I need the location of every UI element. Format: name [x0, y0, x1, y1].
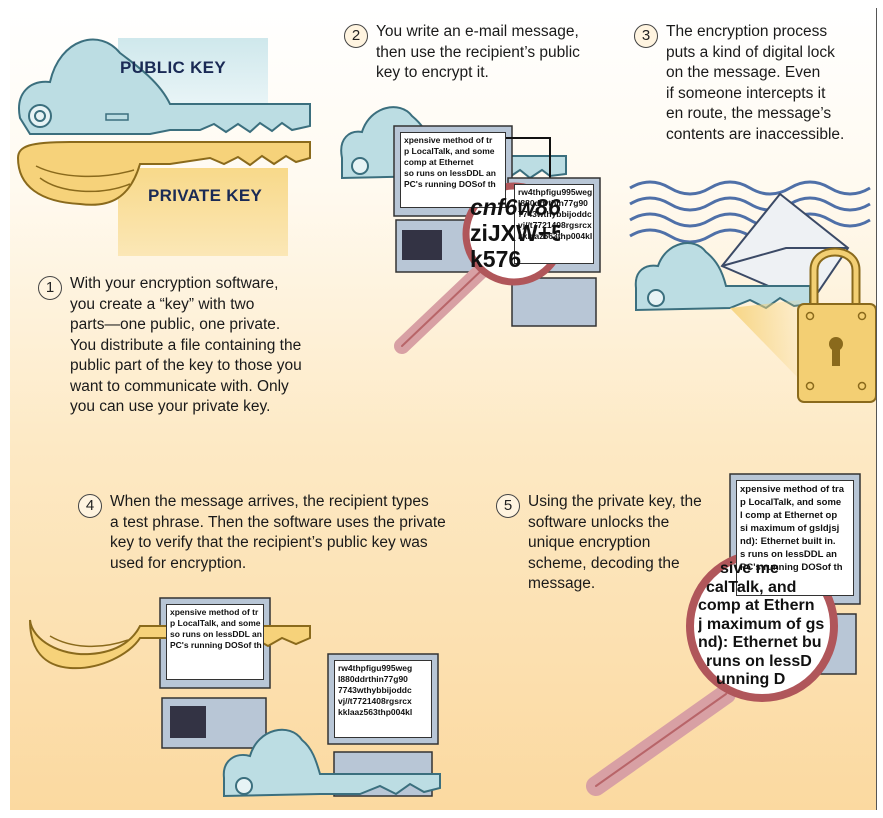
- magnified-line: j maximum of gs: [698, 616, 826, 635]
- magnified-line: runs on lessD: [698, 653, 826, 672]
- magnified-line: calTalk, and: [698, 579, 826, 598]
- magnified-plaintext-step5: sive me calTalk, and comp at Ethern j ma…: [698, 560, 826, 692]
- step-5-line: unique encryption: [528, 533, 702, 554]
- magnified-line: unning D: [698, 671, 826, 690]
- light-beam: [730, 300, 800, 380]
- step-5-text: Using the private key, the software unlo…: [528, 492, 702, 595]
- step-4-line: When the message arrives, the recipient …: [110, 492, 446, 513]
- magnified-line: cnf6w86: [470, 194, 560, 220]
- magnified-line: nd): Ethernet bu: [698, 634, 826, 653]
- step-3-line: The encryption process: [666, 22, 844, 43]
- step-1-text: With your encryption software, you creat…: [70, 274, 302, 418]
- magnified-ciphertext-step2: cnf6w86 ziJXW+5 k576: [470, 194, 560, 278]
- screen-line: p LocalTalk, and some: [170, 618, 260, 629]
- step-5-line: scheme, decoding the: [528, 554, 702, 575]
- step-1-line: you can use your private key.: [70, 397, 302, 418]
- private-key-band: [118, 168, 288, 256]
- screen-line: xpensive method of tr: [404, 135, 502, 146]
- step-3-line: if someone intercepts it: [666, 84, 844, 105]
- step-4-number: 4: [78, 494, 102, 518]
- screen-line: 7743wthybbijoddc: [338, 685, 428, 696]
- screen-line: xpensive method of tr: [170, 607, 260, 618]
- step-3-number: 3: [634, 24, 658, 48]
- step-1-line: public part of the key to those you: [70, 356, 302, 377]
- screen-line: si maximum of gsldjsj: [740, 522, 850, 535]
- magnified-line: comp at Ethern: [698, 597, 826, 616]
- step-3-text: The encryption process puts a kind of di…: [666, 22, 844, 145]
- step-5-line: message.: [528, 574, 702, 595]
- plaintext-screen-step4: xpensive method of tr p LocalTalk, and s…: [166, 604, 264, 680]
- step-5-line: software unlocks the: [528, 513, 702, 534]
- screen-line: PC's running DOSof th: [404, 179, 502, 190]
- magnified-line: k576: [470, 246, 560, 272]
- step-4-line: key to verify that the recipient’s publi…: [110, 533, 446, 554]
- private-key-label: PRIVATE KEY: [148, 186, 262, 206]
- screen-line: rw4thpfigu995weg: [338, 663, 428, 674]
- step-1-line: With your encryption software,: [70, 274, 302, 295]
- screen-line: so runs on lessDDL an: [404, 168, 502, 179]
- screen-line: p LocalTalk, and some: [404, 146, 502, 157]
- screen-line: PC's running DOSof th: [170, 640, 260, 651]
- screen-line: xpensive method of tra: [740, 483, 850, 496]
- step-4-line: used for encryption.: [110, 554, 446, 575]
- screen-line: comp at Ethernet: [404, 157, 502, 168]
- step-3-line: contents are inaccessible.: [666, 125, 844, 146]
- ciphertext-screen-step4: rw4thpfigu995weg l880ddrthin77g90 7743wt…: [334, 660, 432, 738]
- step-3-line: puts a kind of digital lock: [666, 43, 844, 64]
- step-5-line: Using the private key, the: [528, 492, 702, 513]
- screen-line: l880ddrthin77g90: [338, 674, 428, 685]
- screen-line: kklaaz563thp004kl: [338, 707, 428, 718]
- step-4-line: a test phrase. Then the software uses th…: [110, 513, 446, 534]
- step-3-line: en route, the message’s: [666, 104, 844, 125]
- padlock-icon: [798, 252, 876, 402]
- encryption-diagram: PUBLIC KEY PRIVATE KEY xpensive method o…: [10, 8, 877, 810]
- screen-line: l comp at Ethernet op: [740, 509, 850, 522]
- step-3-line: on the message. Even: [666, 63, 844, 84]
- magnified-line: ziJXW+5: [470, 220, 560, 246]
- step-1-line: You distribute a file containing the: [70, 336, 302, 357]
- step-4-text: When the message arrives, the recipient …: [110, 492, 446, 574]
- step-5-number: 5: [496, 494, 520, 518]
- screen-line: nd): Ethernet built in.: [740, 535, 850, 548]
- step-2-line: then use the recipient’s public: [376, 43, 580, 64]
- step-1-line: parts—one public, one private.: [70, 315, 302, 336]
- screen-line: vj//t7721408rgsrcx: [338, 696, 428, 707]
- step-2-line: You write an e-mail message,: [376, 22, 580, 43]
- screen-line: so runs on lessDDL an: [170, 629, 260, 640]
- magnified-line: sive me: [698, 560, 826, 579]
- screen-line: p LocalTalk, and some: [740, 496, 850, 509]
- step-1-line: you create a “key” with two: [70, 295, 302, 316]
- step-2-number: 2: [344, 24, 368, 48]
- public-key-label: PUBLIC KEY: [120, 58, 226, 78]
- step-1-line: want to communicate with. Only: [70, 377, 302, 398]
- step-1-number: 1: [38, 276, 62, 300]
- step-2-line: key to encrypt it.: [376, 63, 580, 84]
- step-2-text: You write an e-mail message, then use th…: [376, 22, 580, 84]
